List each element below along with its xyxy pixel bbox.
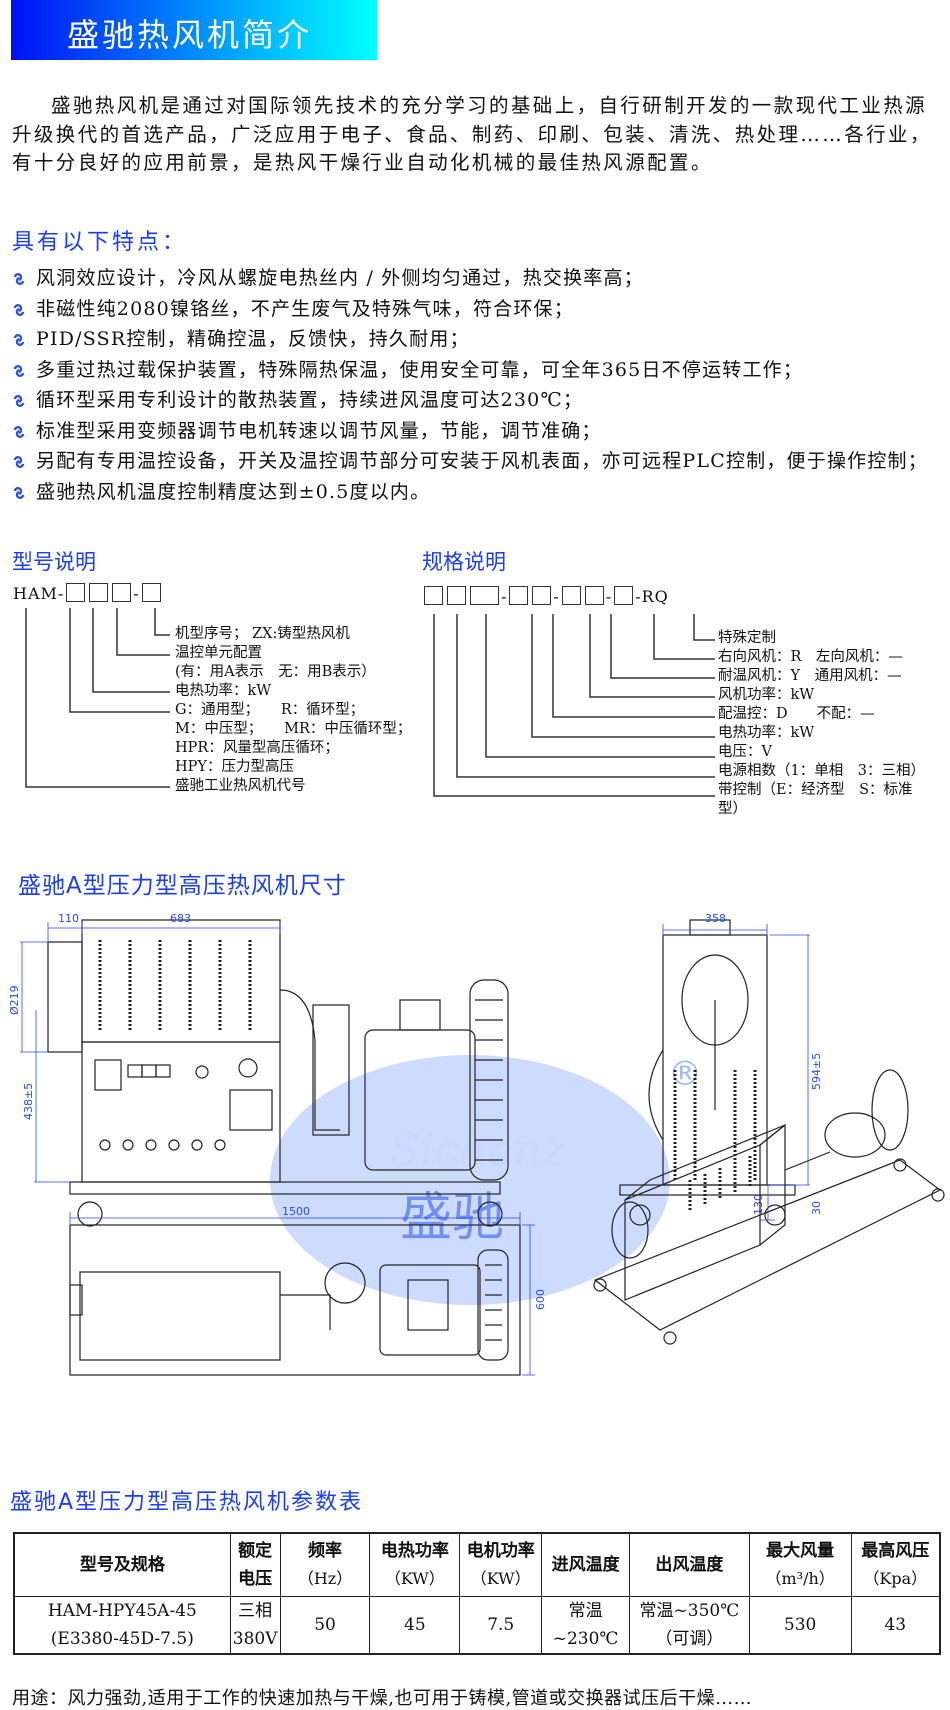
feature-item: 盛驰热风机温度控制精度达到±0.5度以内。	[10, 477, 945, 508]
svg-text:®: ®	[668, 1054, 702, 1094]
model-code: HAM--	[13, 583, 163, 603]
svg-text:30: 30	[810, 1201, 823, 1215]
header-cell: 最高风压（Kpa）	[850, 1532, 941, 1597]
title-banner: 盛驰热风机简介	[11, 0, 377, 60]
usage-text: 用途：风力强劲,适用于工作的快速加热与干燥,也可用于铸模,管道或交换器试压后干燥…	[12, 1688, 753, 1709]
params-table: 型号及规格 额定电压 频率（Hz） 电热功率（KW） 电机功率（KW） 进风温度…	[13, 1532, 941, 1655]
swirl-bullet-icon	[13, 394, 25, 408]
code-slot	[447, 586, 466, 605]
code-slot	[561, 586, 581, 605]
page-title: 盛驰热风机简介	[67, 16, 313, 54]
swirl-bullet-icon	[13, 272, 25, 286]
feature-item: 风洞效应设计，冷风从螺旋电热丝内 / 外侧均匀通过，热交换率高；	[10, 263, 945, 294]
cell-motor-power: 7.5	[459, 1596, 543, 1655]
params-heading: 盛驰A型压力型高压热风机参数表	[10, 1490, 364, 1515]
feature-item: 多重过热过载保护装置，特殊隔热保温，使用安全可靠，可全年365日不停运转工作；	[10, 355, 945, 386]
code-slot	[614, 586, 634, 605]
code-slot	[424, 586, 443, 605]
dimension-drawings: Sichenz 盛驰 ®	[8, 912, 945, 1376]
header-cell: 最大风量（m³/h）	[748, 1532, 852, 1597]
swirl-bullet-icon	[13, 303, 25, 316]
code-slot	[66, 583, 86, 602]
intro-paragraph: 盛驰热风机是通过对国际领先技术的充分学习的基础上，自行研制开发的一款现代工业热源…	[12, 94, 932, 174]
side-dimensions	[662, 924, 810, 1221]
spec-heading: 规格说明	[422, 550, 506, 574]
code-slot	[509, 586, 529, 605]
swirl-bullet-icon	[13, 333, 25, 347]
cell-frequency: 50	[279, 1596, 371, 1655]
header-cell: 电热功率（KW）	[369, 1532, 461, 1597]
spec-descriptions: 特殊定制 右向风机：R 左向风机：— 耐温风机：Y 通用风机：— 风机功率：kW…	[718, 630, 925, 817]
header-cell: 频率（Hz）	[279, 1532, 371, 1597]
cell-model: HAM-HPY45A-45(E3380-45D-7.5)	[13, 1596, 231, 1655]
svg-text:594±5: 594±5	[810, 1053, 823, 1090]
front-view-drawing	[47, 919, 509, 1227]
svg-text:600: 600	[534, 1289, 547, 1310]
cell-airflow: 530	[748, 1596, 852, 1655]
header-cell: 额定电压	[229, 1532, 281, 1597]
code-slot	[89, 583, 109, 602]
model-descriptions: 机型序号； ZX:铸型热风机 温控单元配置 (有：用A表示 无：用B表示） 电热…	[175, 626, 412, 794]
spec-code: ----RQ	[422, 586, 669, 606]
header-cell: 电机功率（KW）	[459, 1532, 543, 1597]
cell-pressure: 43	[850, 1596, 941, 1655]
feature-item: 标准型采用变频器调节电机转速以调节风量，节能，调节准确；	[10, 416, 945, 447]
svg-text:Sichenz: Sichenz	[390, 1125, 566, 1176]
svg-text:358: 358	[705, 912, 726, 925]
svg-text:Ø219: Ø219	[8, 985, 21, 1015]
feature-item: 循环型采用专利设计的散热装置，持续进风温度可达230℃；	[10, 385, 945, 416]
swirl-bullet-icon	[13, 425, 25, 438]
code-slot	[112, 583, 132, 602]
svg-text:1500: 1500	[282, 1205, 310, 1218]
swirl-bullet-icon	[13, 364, 25, 377]
cell-inlet-temp: 常温~230℃	[541, 1596, 631, 1655]
feature-item: PID/SSR控制，精确控温，反馈快，持久耐用；	[10, 324, 945, 355]
header-cell: 型号及规格	[13, 1532, 231, 1597]
feature-item: 另配有专用温控设备，开关及温控调节部分可安装于风机表面，亦可远程PLC控制，便于…	[10, 446, 945, 477]
features-heading: 具有以下特点：	[12, 230, 188, 255]
cell-heat-power: 45	[369, 1596, 461, 1655]
spec-leader-lines	[433, 614, 715, 797]
code-slot	[532, 586, 552, 605]
table-header-row: 型号及规格 额定电压 频率（Hz） 电热功率（KW） 电机功率（KW） 进风温度…	[13, 1532, 941, 1597]
code-slot	[141, 583, 161, 602]
isometric-view-drawing	[593, 1069, 945, 1345]
code-slot	[470, 586, 499, 605]
features-list: 风洞效应设计，冷风从螺旋电热丝内 / 外侧均匀通过，热交换率高； 非磁性纯208…	[10, 263, 945, 507]
dimensions-heading: 盛驰A型压力型高压热风机尺寸	[18, 873, 347, 899]
front-dimensions	[20, 922, 281, 1183]
svg-text:130: 130	[752, 1194, 765, 1215]
top-dimensions	[69, 1212, 535, 1376]
top-view-drawing	[69, 1224, 521, 1376]
feature-item: 非磁性纯2080镍铬丝，不产生废气及特殊气味，符合环保；	[10, 294, 945, 325]
cell-outlet-temp: 常温~350℃（可调）	[629, 1596, 750, 1655]
svg-text:683: 683	[170, 912, 191, 925]
svg-text:110: 110	[58, 912, 79, 925]
side-view-drawing	[619, 919, 796, 1226]
code-slot	[584, 586, 604, 605]
swirl-bullet-icon	[13, 486, 25, 499]
svg-text:438±5: 438±5	[22, 1083, 35, 1120]
header-cell: 进风温度	[541, 1532, 631, 1597]
header-cell: 出风温度	[629, 1532, 750, 1597]
model-heading: 型号说明	[12, 550, 96, 574]
model-leader-lines	[25, 608, 170, 788]
swirl-bullet-icon	[13, 455, 25, 469]
